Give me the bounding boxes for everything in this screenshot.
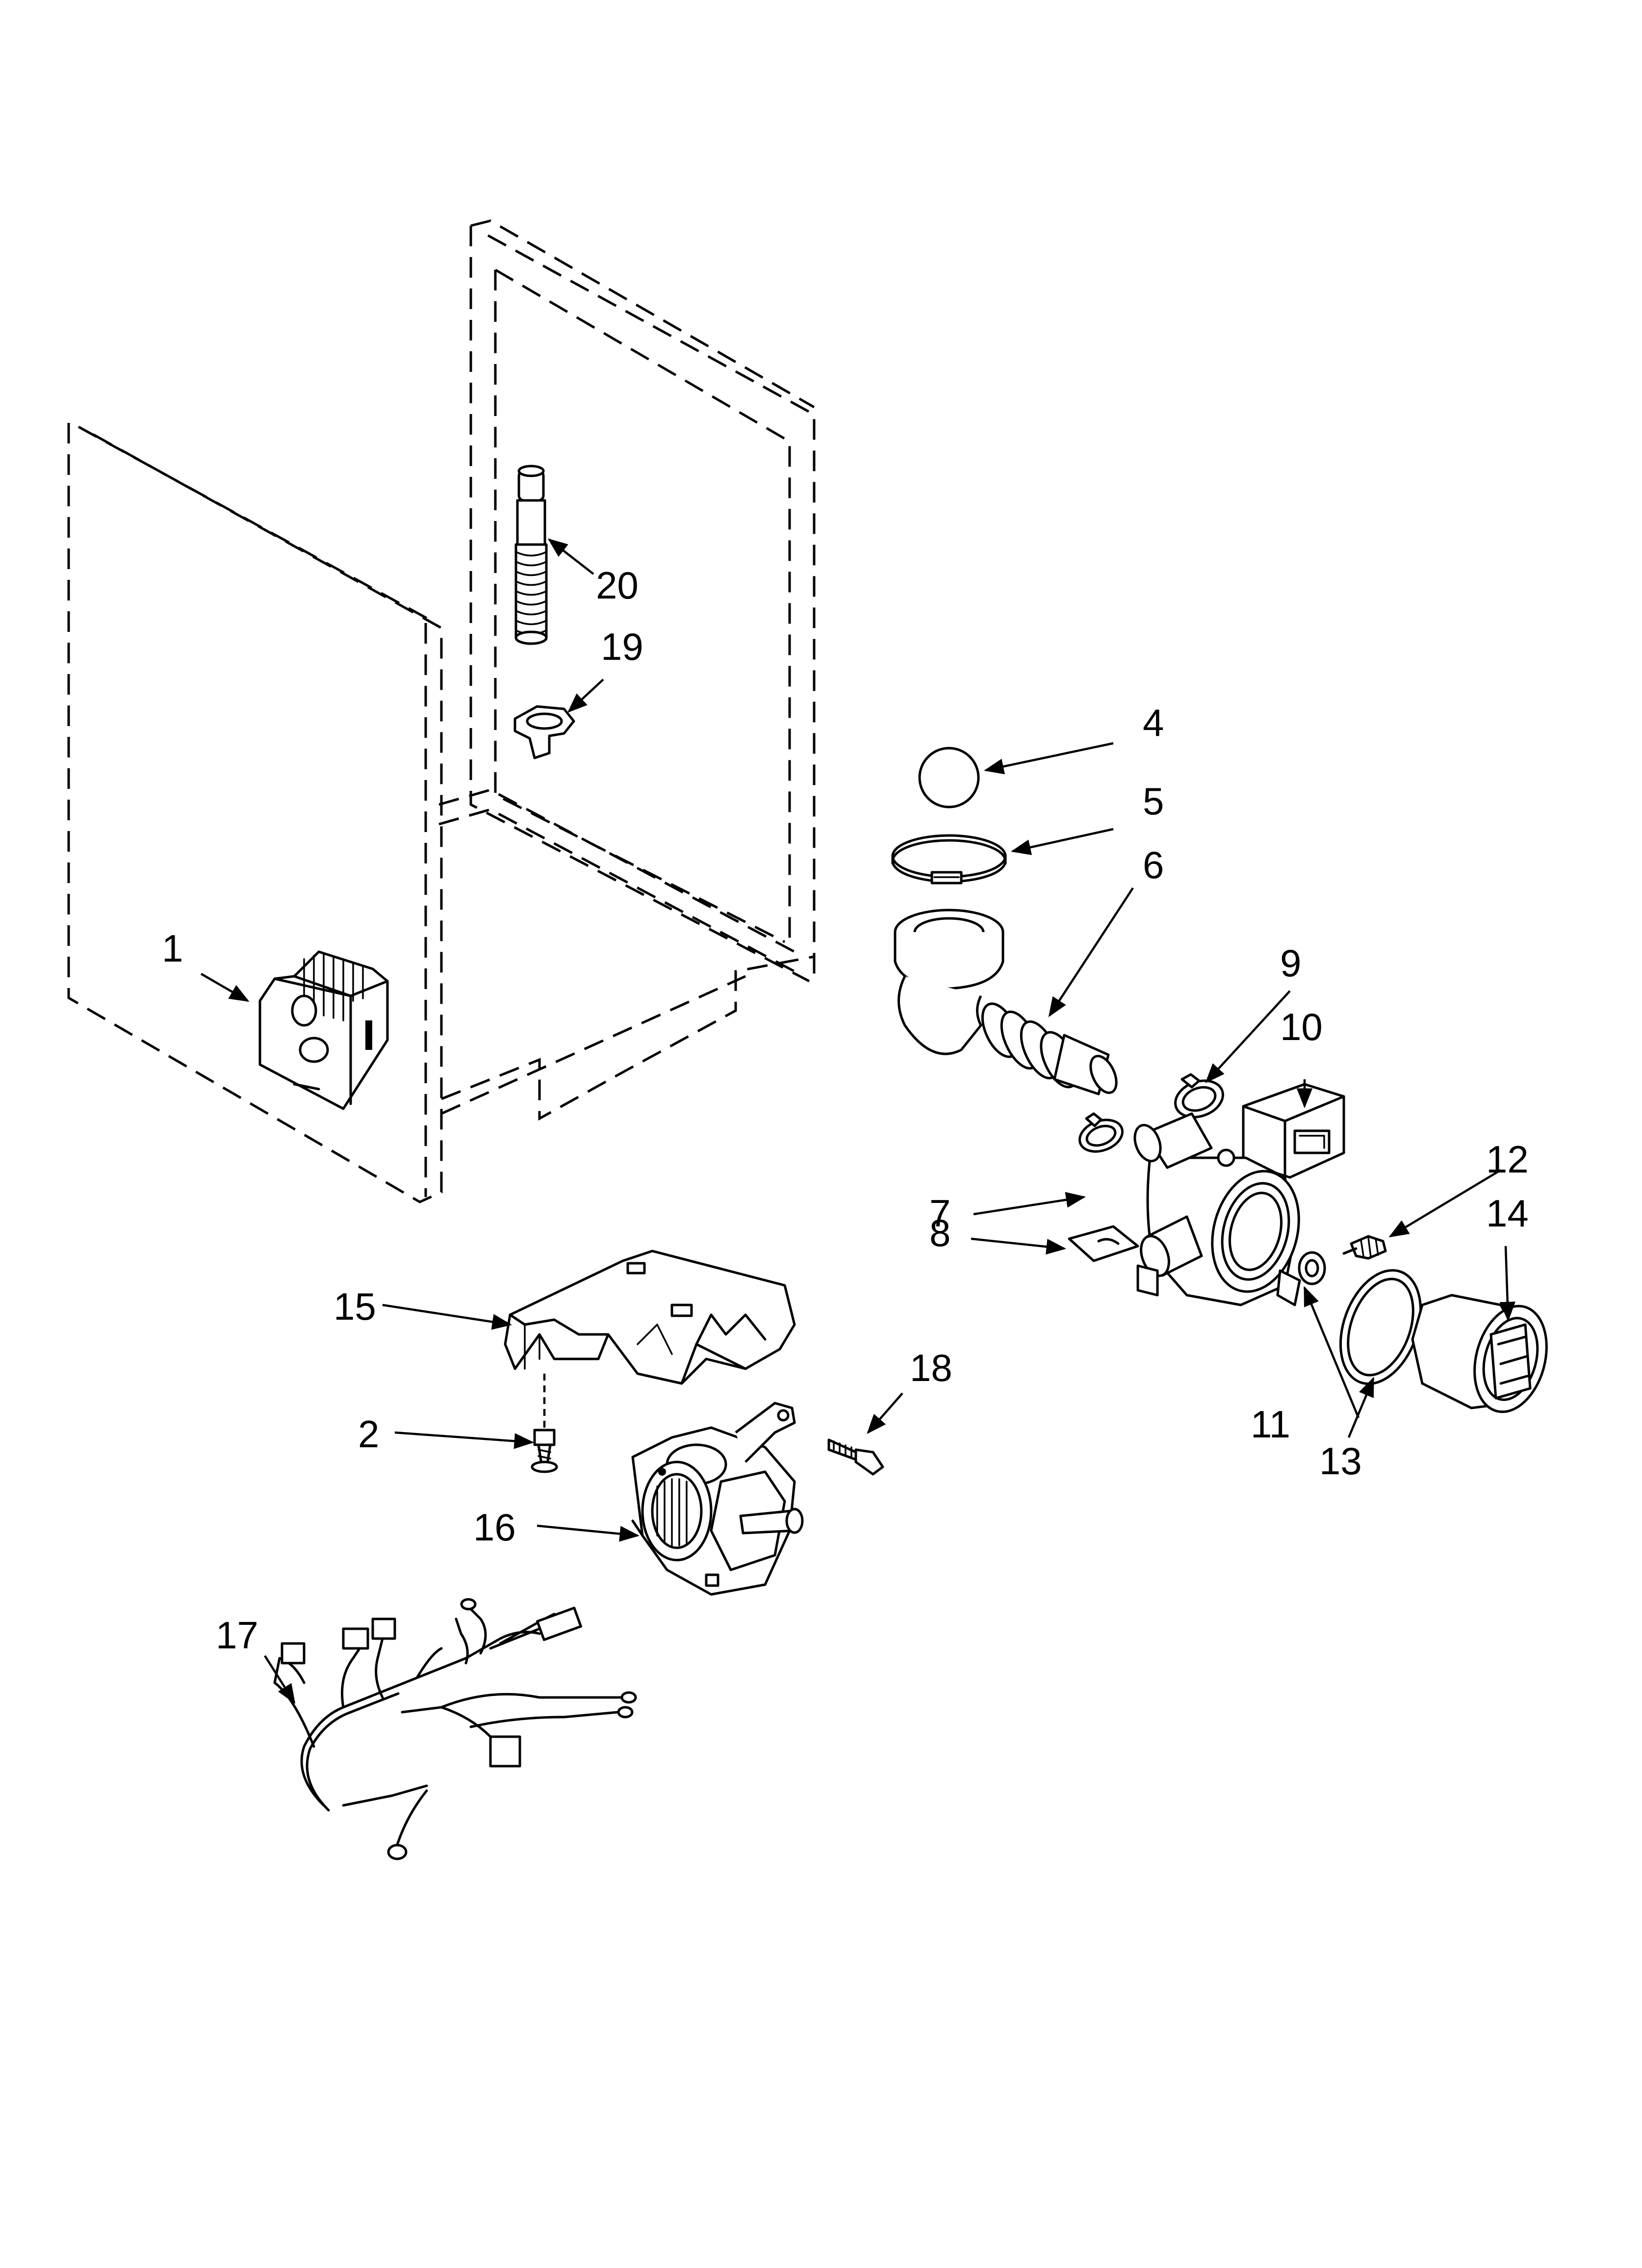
cabinet-rear-frame-outline <box>438 219 816 1121</box>
callout-5: 5 <box>1143 780 1164 823</box>
callout-18: 18 <box>910 1346 952 1389</box>
callout-16: 16 <box>473 1506 516 1549</box>
part-19-hose-clamp <box>513 705 575 759</box>
part-1-electronic-control-module <box>258 950 389 1110</box>
callout-11: 11 <box>1251 1403 1290 1446</box>
callout-13: 13 <box>1319 1439 1362 1483</box>
callout-2: 2 <box>358 1412 379 1456</box>
part-5-clamp-ring <box>891 834 1007 885</box>
callout-17: 17 <box>216 1614 258 1657</box>
part-20-drain-hose <box>514 465 548 645</box>
callout-10: 10 <box>1280 1005 1323 1048</box>
callout-19: 19 <box>601 625 643 668</box>
part-2-screw <box>531 1374 558 1473</box>
part-18-bolt <box>827 1438 884 1476</box>
callout-labels: 1 20 19 4 5 6 9 10 7 8 12 14 11 13 15 2 … <box>162 564 1529 1657</box>
callout-12: 12 <box>1486 1138 1529 1181</box>
cabinet-front-panel-outline <box>67 423 443 1203</box>
part-15-motor-shield <box>504 1250 796 1385</box>
part-7-hose-clamp <box>1078 1112 1124 1153</box>
callout-1: 1 <box>162 927 183 970</box>
part-6-sump-hose <box>894 909 1118 1095</box>
pump-housing <box>1133 1112 1301 1306</box>
part-12-screw <box>1342 1235 1387 1260</box>
part-8-bracket <box>1068 1225 1139 1262</box>
callout-14: 14 <box>1486 1192 1529 1235</box>
part-13-o-ring <box>1339 1269 1422 1385</box>
callout-8: 8 <box>929 1211 950 1254</box>
part-17-wire-harness <box>273 1598 637 1860</box>
part-16-drive-motor <box>631 1402 804 1596</box>
part-9-hose-clamp <box>1174 1073 1224 1119</box>
callout-20: 20 <box>596 564 639 607</box>
callout-4: 4 <box>1143 701 1164 744</box>
callout-9: 9 <box>1280 941 1301 985</box>
part-14-filter-cap <box>1411 1294 1548 1413</box>
leader-lines <box>200 538 1515 1704</box>
callout-6: 6 <box>1143 843 1164 886</box>
part-4-check-ball <box>918 747 980 808</box>
part-11-washer <box>1298 1251 1326 1285</box>
callout-15: 15 <box>334 1285 376 1328</box>
callout-7: 7 <box>929 1192 950 1235</box>
